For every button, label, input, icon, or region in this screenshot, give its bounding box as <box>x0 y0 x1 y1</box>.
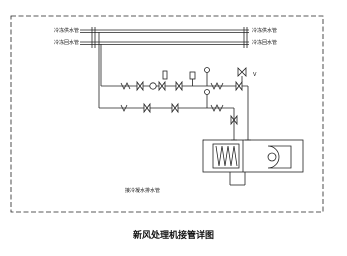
strainer-symbol <box>149 82 157 90</box>
flex-joint-symbol <box>120 82 131 90</box>
flex-joint-symbol <box>120 104 128 112</box>
gauge-dial-symbol <box>204 67 210 73</box>
check-valve-symbol <box>171 102 179 114</box>
gate-valve-symbol <box>136 80 144 92</box>
air-handling-unit <box>202 139 304 173</box>
air-vent-symbol <box>237 67 247 77</box>
return-pipe-label-right: 冷冻回水管 <box>252 40 278 46</box>
drain-label: 接冷凝水排水管 <box>125 188 161 194</box>
pressure-gauge-symbol <box>189 71 196 80</box>
chilled-water-headers <box>80 27 249 48</box>
balancing-valve-symbol <box>235 80 243 92</box>
supply-pipe-label-left: 冷冻供水管 <box>54 28 80 34</box>
gate-valve-symbol <box>143 102 151 114</box>
flex-connector-symbol <box>210 104 224 112</box>
supply-pipe-label-right: 冷冻供水管 <box>252 28 278 34</box>
branch-piping <box>98 32 249 186</box>
fan-icon <box>267 145 292 169</box>
drawing-title: 新风处理机接管详图 <box>132 231 214 241</box>
drawing-frame <box>10 15 324 213</box>
check-valve-symbol <box>158 80 166 92</box>
drain-valve-symbol <box>230 114 238 126</box>
return-pipe-label-left: 冷冻回水管 <box>54 40 80 46</box>
return-line-fittings <box>120 89 238 126</box>
flex-connector-symbol <box>210 82 224 90</box>
ball-valve-symbol <box>175 80 183 92</box>
thermometer-symbol <box>162 70 168 80</box>
valve-tag: V <box>253 72 257 78</box>
supply-line-fittings <box>120 67 247 92</box>
pressure-gauge-symbol <box>204 89 210 95</box>
